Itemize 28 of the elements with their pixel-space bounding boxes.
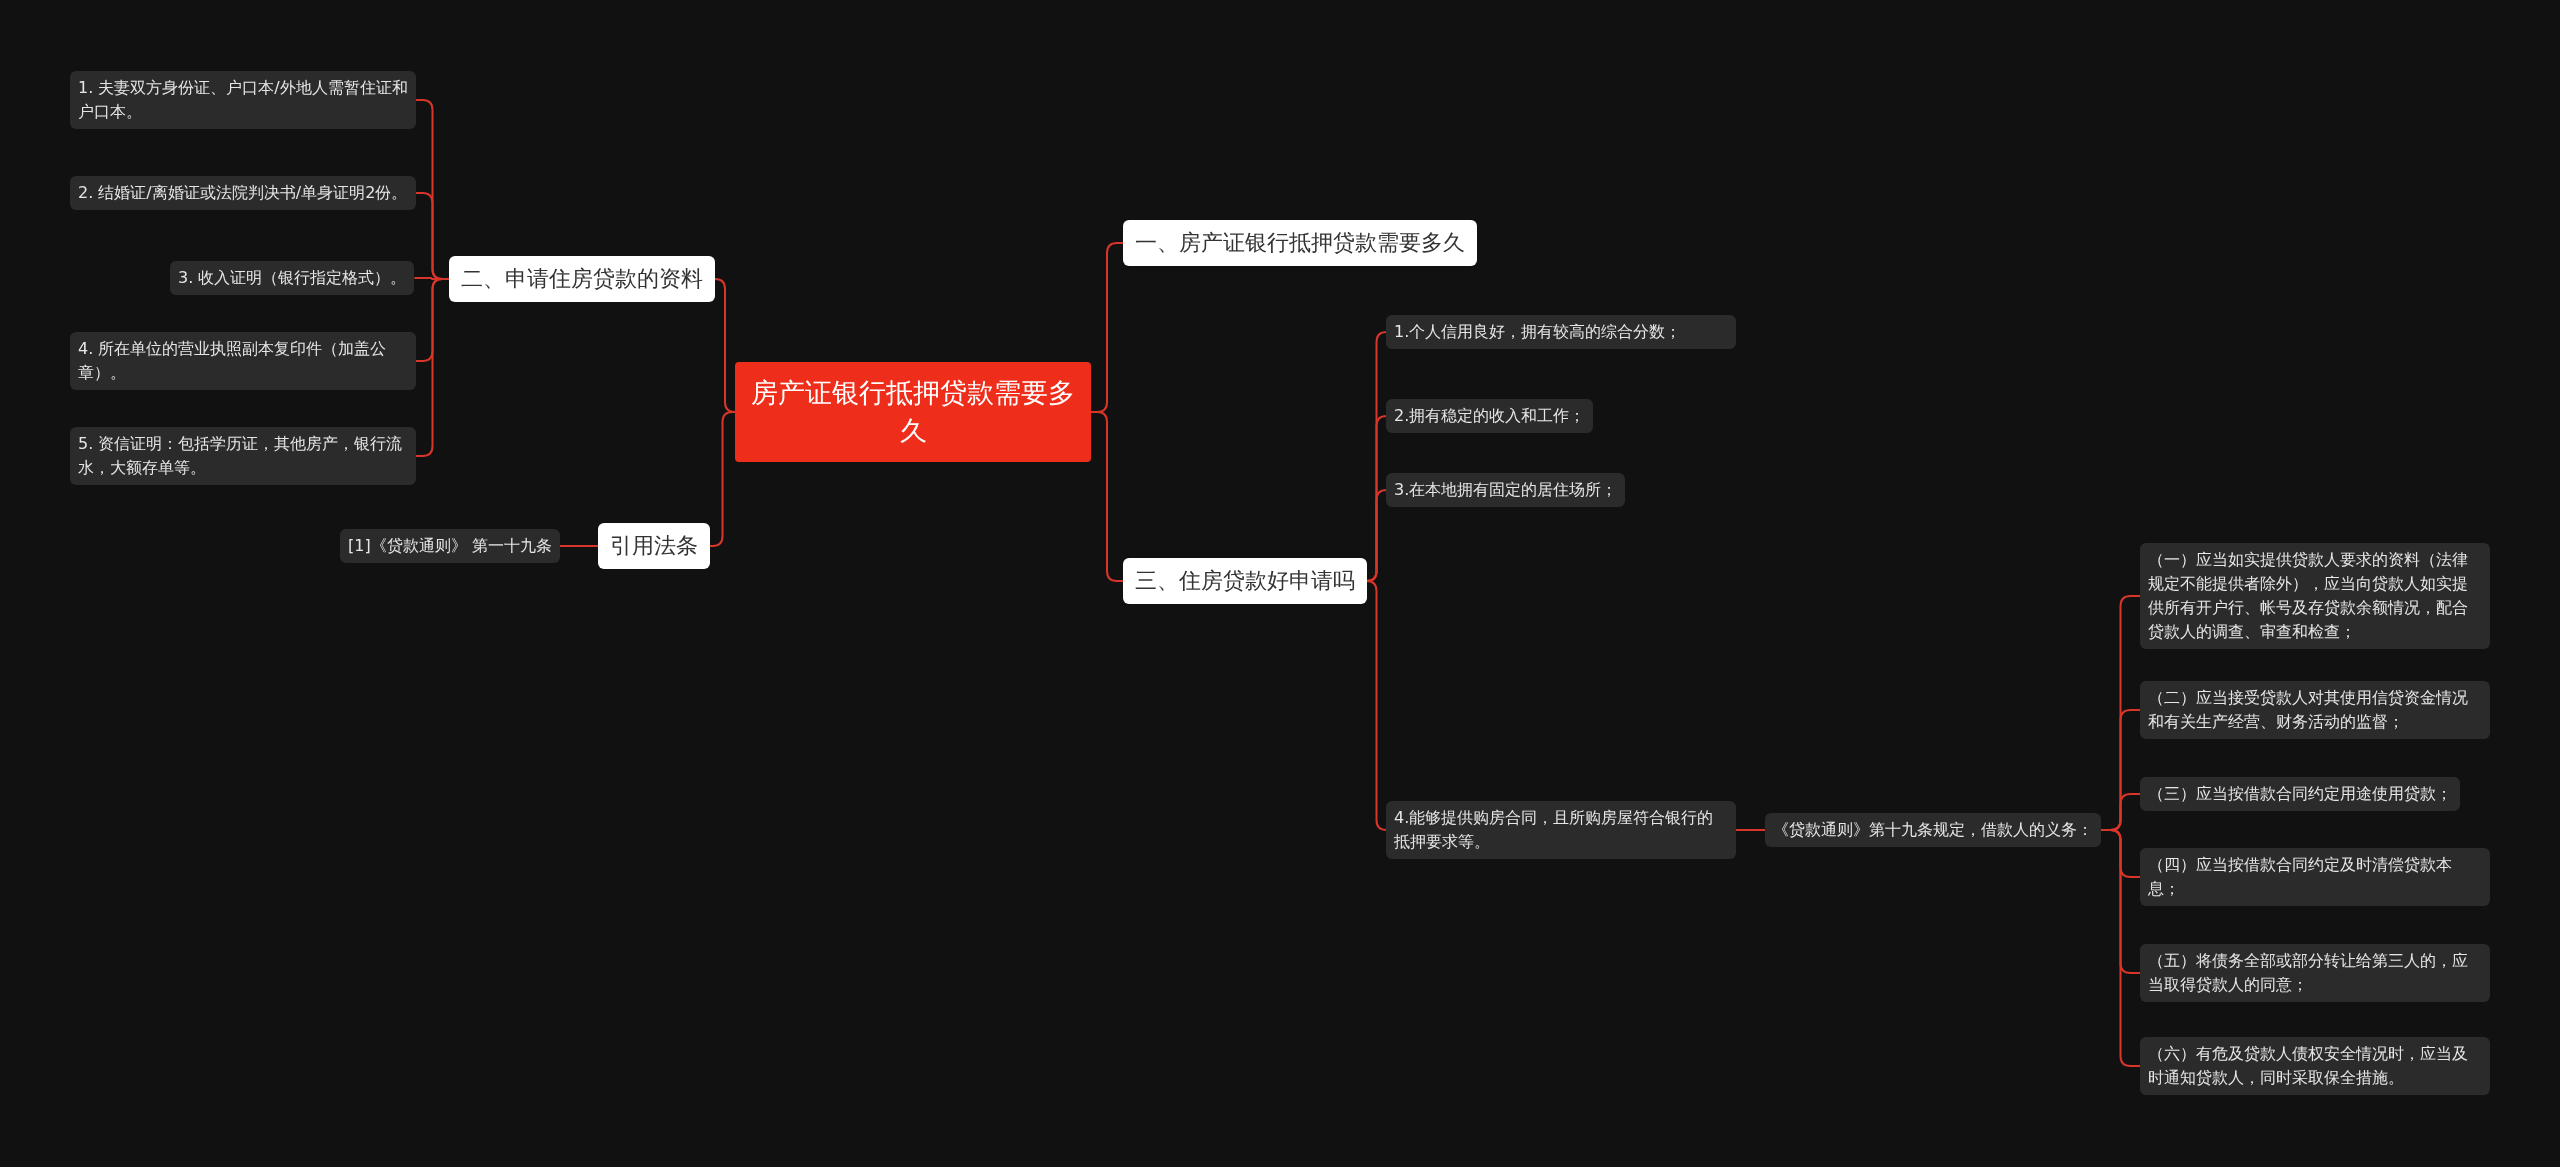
subtopic-box: [1]《贷款通则》 第一十九条: [340, 529, 560, 563]
subtopic-box: （四）应当按借款合同约定及时清偿贷款本息；: [2140, 848, 2490, 906]
subtopic-box: 3. 收入证明（银行指定格式）。: [170, 261, 415, 295]
subtopic-box: 4.能够提供购房合同，且所购房屋符合银行的抵押要求等。: [1386, 801, 1736, 859]
topic-box: 二、申请住房贷款的资料: [449, 256, 715, 302]
topic-box: 引用法条: [598, 523, 710, 569]
topic-box: 一、房产证银行抵押贷款需要多久: [1123, 220, 1477, 266]
subtopic-box: 3.在本地拥有固定的居住场所；: [1386, 473, 1626, 507]
connector-line: [1735, 829, 1766, 831]
subtopic-box: （五）将债务全部或部分转让给第三人的，应当取得贷款人的同意；: [2140, 944, 2490, 1002]
subtopic-box: （一）应当如实提供贷款人要求的资料（法律规定不能提供者除外），应当向贷款人如实提供所有开户行、帐号及存贷款余额情况，配合贷款人的调查、审查和检查；: [2140, 543, 2490, 649]
subtopic-box: 2. 结婚证/离婚证或法院判决书/单身证明2份。: [70, 176, 416, 210]
subtopic-box: 1.个人信用良好，拥有较高的综合分数；: [1386, 315, 1736, 349]
central-topic-box: 房产证银行抵押贷款需要多久: [735, 362, 1091, 462]
topic-box: 三、住房贷款好申请吗: [1123, 558, 1367, 604]
connector-line: [415, 278, 450, 457]
subtopic-box: （二）应当接受贷款人对其使用信贷资金情况和有关生产经营、财务活动的监督；: [2140, 681, 2490, 739]
subtopic-box: 5. 资信证明：包括学历证，其他房产，银行流水，大额存单等。: [70, 427, 416, 485]
connector-line: [1365, 580, 1388, 831]
subtopic-box: 4. 所在单位的营业执照副本复印件（加盖公章）。: [70, 332, 416, 390]
subtopic-box: （六）有危及贷款人债权安全情况时，应当及时通知贷款人，同时采取保全措施。: [2140, 1037, 2490, 1095]
connector-line: [558, 545, 599, 547]
subtopic-box: 1. 夫妻双方身份证、户口本/外地人需暂住证和户口本。: [70, 71, 416, 129]
subtopic-box: 《贷款通则》第十九条规定，借款人的义务：: [1765, 813, 2101, 847]
subtopic-box: 2.拥有稳定的收入和工作；: [1386, 399, 1594, 433]
connector-line: [709, 411, 736, 547]
connector-line: [2100, 829, 2141, 1067]
subtopic-box: （三）应当按借款合同约定用途使用贷款；: [2140, 777, 2460, 811]
